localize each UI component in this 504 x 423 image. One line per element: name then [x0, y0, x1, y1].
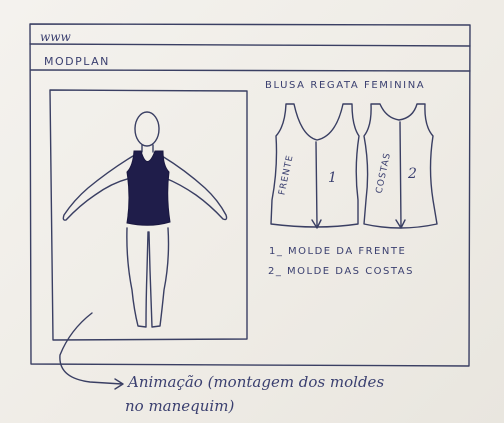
legend-item-front: 1_ MOLDE DA FRENTE — [269, 246, 406, 257]
back-grainline — [396, 122, 405, 228]
mannequin-head — [135, 112, 159, 146]
mannequin-right-arm — [162, 156, 227, 220]
front-grainline — [312, 142, 321, 228]
back-piece-number: 2 — [408, 166, 417, 182]
pattern-title: BLUSA REGATA FEMININA — [265, 80, 425, 91]
annotation-arrow — [60, 313, 123, 389]
front-piece-number: 1 — [328, 170, 337, 186]
address-bar-divider — [30, 44, 470, 46]
annotation-line-2: no manequim) — [125, 397, 234, 415]
mannequin-left-leg — [127, 228, 148, 327]
legend-item-back: 2_ MOLDE DAS COSTAS — [268, 266, 414, 277]
annotation-line-1: Animação (montagem dos moldes — [128, 373, 384, 391]
title-bar-divider — [31, 70, 470, 71]
address-bar-url[interactable]: www — [40, 30, 71, 44]
app-title: MODPLAN — [44, 55, 110, 68]
mannequin-left-arm — [63, 156, 133, 220]
tank-top-garment — [127, 151, 170, 225]
mannequin-right-leg — [149, 228, 169, 327]
mannequin — [63, 112, 226, 327]
